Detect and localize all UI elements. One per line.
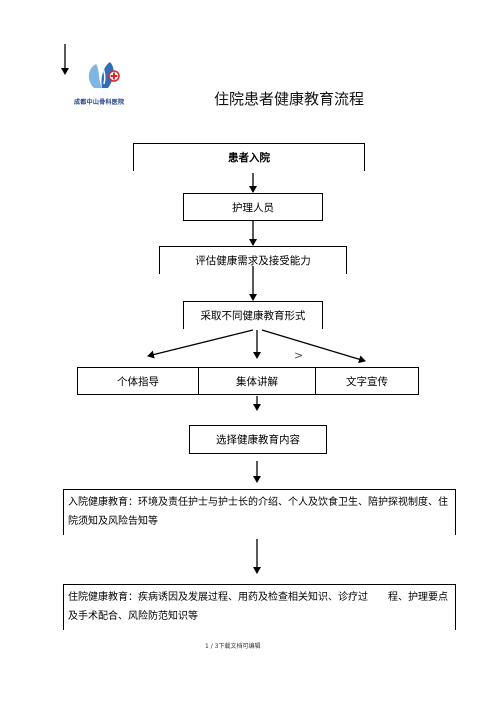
arrow-forms-individual — [147, 329, 254, 359]
method-individual: 个体指导 — [78, 368, 199, 394]
method-group: 集体讲解 — [199, 368, 316, 394]
step-select-content: 选择健康教育内容 — [189, 425, 327, 454]
page-title: 住院患者健康教育流程 — [214, 90, 365, 108]
method-written: 文字宣传 — [346, 375, 388, 388]
methods-row: 个体指导 集体讲解 文字宣传 — [77, 367, 419, 395]
stray-mark: > — [294, 349, 304, 362]
inpatient-education: 住院健康教育：疾病诱因及发展过程、用药及检查相关知识、诊疗过 程、护理要点及手术… — [63, 584, 456, 630]
logo-emblem-icon — [88, 62, 120, 88]
hospital-name: 成都中山骨科医院 — [74, 99, 125, 106]
admission-education: 入院健康教育：环境及责任护士与护士长的介绍、个人及饮食卫生、陪护探视制度、住院须… — [63, 489, 456, 535]
page-footer: 1 / 3下载文档可编辑 — [205, 643, 261, 650]
hospital-logo — [80, 58, 130, 98]
step-nurse: 护理人员 — [183, 193, 323, 221]
step-admission: 患者入院 — [133, 143, 365, 171]
arrow-forms-written — [261, 329, 366, 364]
step-forms: 采取不同健康教育形式 — [183, 301, 323, 329]
